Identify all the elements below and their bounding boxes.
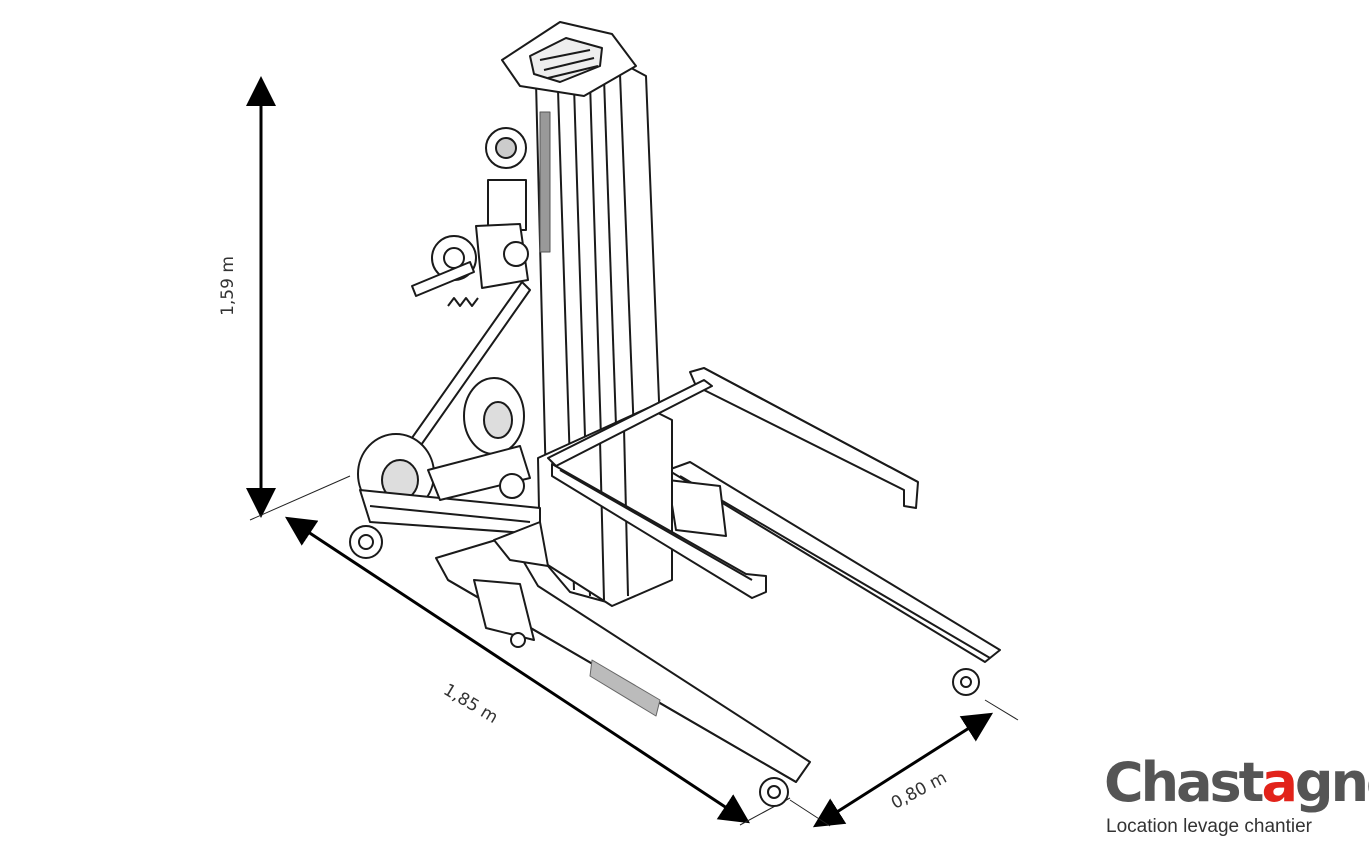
- lift-machine: [349, 21, 1001, 807]
- logo-wordmark: Chastagner: [1104, 751, 1369, 814]
- logo-tagline: Location levage chantier: [1106, 816, 1312, 837]
- winch-box: [487, 179, 527, 231]
- width-arrow: [812, 712, 994, 828]
- chastagner-logo: Chastagner Location levage chantier: [1104, 756, 1369, 846]
- right-base-leg: [667, 461, 1001, 663]
- length-arrow: [284, 516, 751, 824]
- dimension-lines: [246, 76, 994, 828]
- height-dimension-label: 1,59 m: [217, 256, 238, 316]
- extension-lines: [249, 475, 1019, 827]
- logo-accent-letter: a: [1261, 751, 1297, 814]
